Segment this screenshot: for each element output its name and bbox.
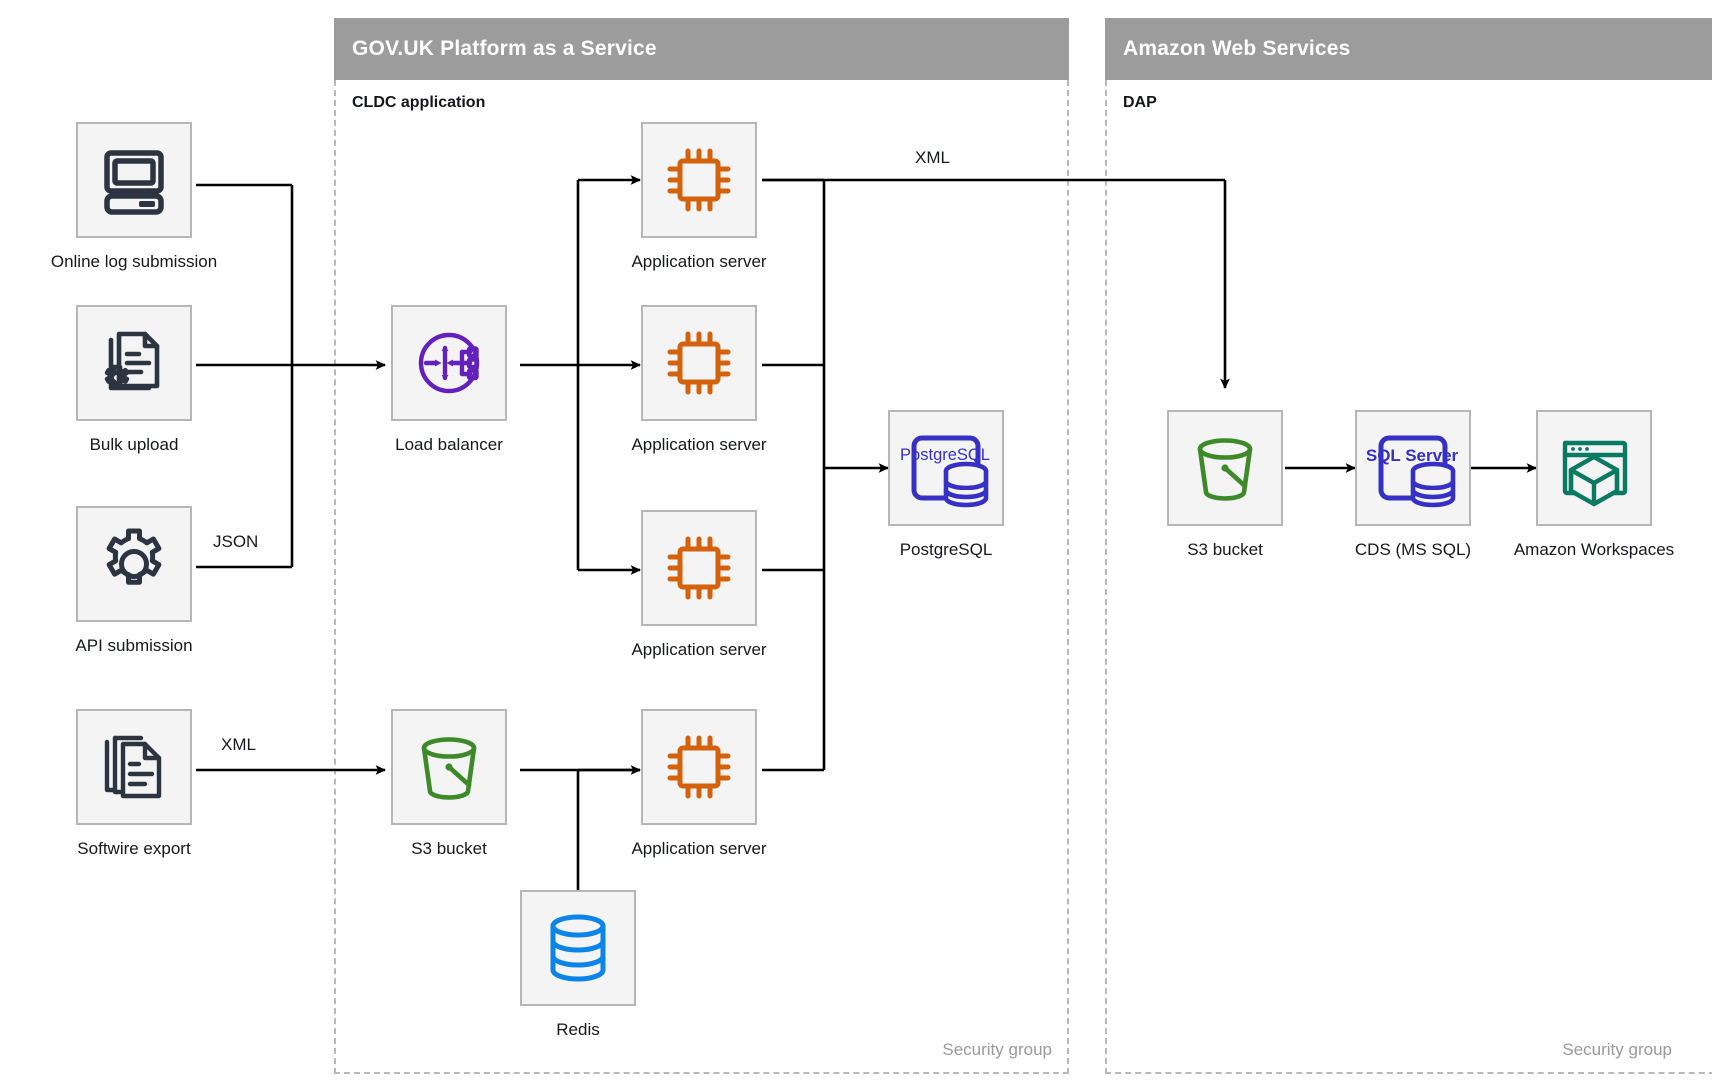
node-label-app-server-4: Application server <box>631 839 767 858</box>
desktop-computer-icon <box>97 143 171 217</box>
node-postgresql[interactable]: PostgreSQL <box>888 410 1004 526</box>
svg-text:PostgreSQL: PostgreSQL <box>900 446 990 464</box>
node-cds-ms-sql[interactable]: SQL Server <box>1355 410 1471 526</box>
security-group-label-paas: Security group <box>942 1040 1052 1059</box>
cpu-chip-icon <box>662 730 736 804</box>
group-header-aws: Amazon Web Services <box>1105 18 1712 80</box>
s3-bucket-icon <box>411 729 487 805</box>
postgresql-icon: PostgreSQL <box>900 426 992 510</box>
security-group-label-aws: Security group <box>1562 1040 1672 1059</box>
node-label-redis: Redis <box>556 1020 600 1039</box>
cpu-chip-icon <box>662 531 736 605</box>
node-label-bulk-upload: Bulk upload <box>89 435 179 454</box>
node-load-balancer[interactable] <box>391 305 507 421</box>
node-label-load-balancer: Load balancer <box>395 435 503 454</box>
cpu-chip-icon <box>662 143 736 217</box>
node-online-log-submission[interactable] <box>76 122 192 238</box>
documents-stack-icon <box>97 730 171 804</box>
group-header-aws-label: Amazon Web Services <box>1123 37 1351 60</box>
node-label-s3-bucket-paas: S3 bucket <box>411 839 487 858</box>
node-label-amazon-workspaces: Amazon Workspaces <box>1513 540 1675 559</box>
node-label-api-submission: API submission <box>75 636 193 655</box>
group-body-aws <box>1105 80 1712 1074</box>
group-body-paas <box>334 80 1069 1074</box>
edge-label-json: JSON <box>213 532 259 551</box>
node-app-server-2[interactable] <box>641 305 757 421</box>
node-bulk-upload[interactable] <box>76 305 192 421</box>
edge-label-xml-softwire: XML <box>221 735 256 754</box>
node-redis[interactable] <box>520 890 636 1006</box>
node-api-submission[interactable] <box>76 506 192 622</box>
node-label-app-server-3: Application server <box>631 640 767 659</box>
node-label-cds-ms-sql: CDS (MS SQL) <box>1354 540 1472 559</box>
sql-server-icon: SQL Server <box>1367 426 1459 510</box>
load-balancer-icon <box>410 324 488 402</box>
node-amazon-workspaces[interactable] <box>1536 410 1652 526</box>
group-header-paas-label: GOV.UK Platform as a Service <box>352 37 657 60</box>
cpu-chip-icon <box>662 326 736 400</box>
edge-label-xml-dap: XML <box>915 148 950 167</box>
node-app-server-1[interactable] <box>641 122 757 238</box>
node-s3-bucket-paas[interactable] <box>391 709 507 825</box>
node-label-postgresql: PostgreSQL <box>899 540 993 559</box>
node-app-server-3[interactable] <box>641 510 757 626</box>
group-header-paas: GOV.UK Platform as a Service <box>334 18 1069 80</box>
node-app-server-4[interactable] <box>641 709 757 825</box>
redis-database-icon <box>545 912 611 984</box>
node-label-softwire-export: Softwire export <box>77 839 191 858</box>
node-s3-bucket-aws[interactable] <box>1167 410 1283 526</box>
workspaces-cube-icon <box>1555 429 1633 507</box>
node-softwire-export[interactable] <box>76 709 192 825</box>
svg-text:SQL Server: SQL Server <box>1367 446 1459 465</box>
group-sublabel-cldc: CLDC application <box>352 94 486 111</box>
node-label-s3-bucket-aws: S3 bucket <box>1187 540 1263 559</box>
gear-icon <box>97 527 171 601</box>
node-label-online-log-submission: Online log submission <box>50 252 218 271</box>
node-label-app-server-2: Application server <box>631 435 767 454</box>
s3-bucket-icon <box>1187 430 1263 506</box>
document-gear-icon <box>97 326 171 400</box>
node-label-app-server-1: Application server <box>631 252 767 271</box>
group-sublabel-dap: DAP <box>1123 94 1157 111</box>
